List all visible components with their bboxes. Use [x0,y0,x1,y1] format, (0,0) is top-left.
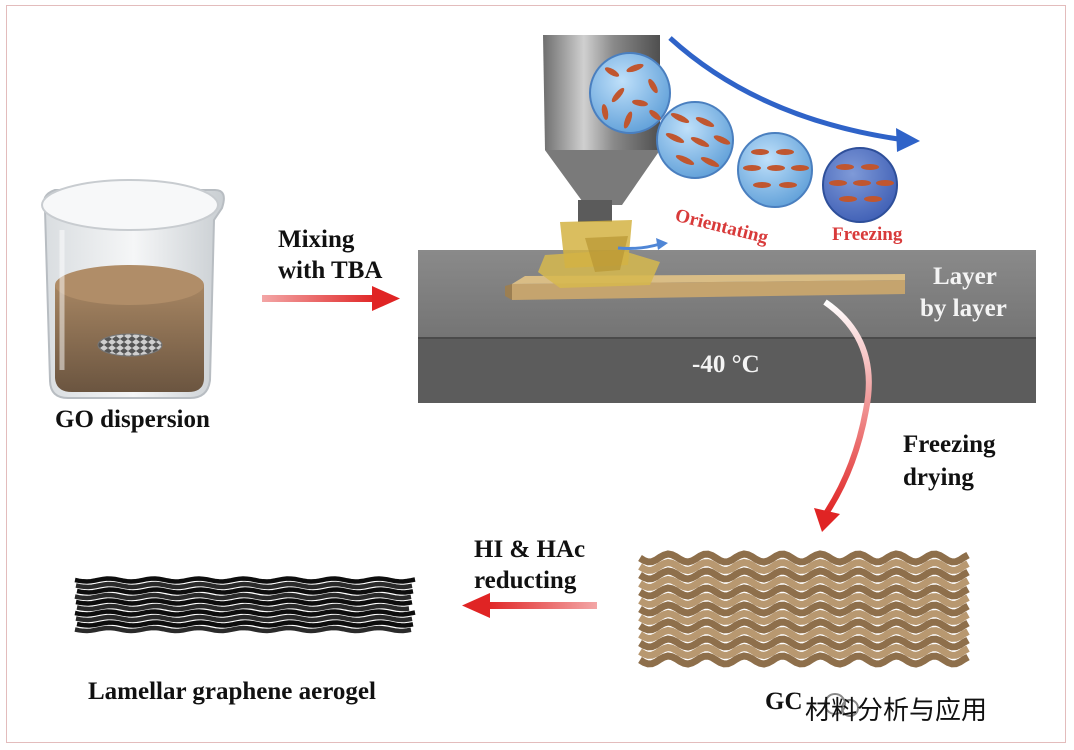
go-lamella [638,609,970,626]
freezing-drying-label-line2: drying [903,464,974,491]
go-aerogel-label: GC [765,688,803,715]
go-dispersion-label: GO dispersion [55,406,210,433]
figure-frame [6,5,1066,743]
graphene-lamella [75,614,413,623]
graphene-lamella [75,581,413,590]
go-lamella [638,618,970,634]
go-lamella [638,575,970,592]
layer-label-line1: Layer [933,263,997,290]
freeze-drying-arrow [814,299,872,532]
go-lamella [638,567,970,583]
go-lamella [638,626,970,643]
freezing-red-label: Freezing [832,224,903,245]
go-lamella [638,635,970,651]
layer-label-line2: by layer [920,295,1007,322]
freezing-drying-label-line1: Freezing [903,431,996,458]
mixing-arrow [262,286,400,311]
graphene-lamella [74,625,412,634]
go-lamella [638,592,970,609]
print-platform [418,250,1036,403]
graphene-lamella [76,603,410,612]
go-lamella [638,558,970,575]
watermark-logo-icon [824,693,859,717]
bubble-freezing [822,147,898,223]
go-lamella [638,550,970,566]
go-aerogel-stack [638,550,970,668]
flow-arrow [668,36,906,143]
graphene-aerogel-stack [74,576,416,634]
go-lamella [638,652,970,668]
bubble-orientating-2 [737,132,813,208]
graphene-lamella [76,620,414,628]
reducing-label-line1: HI & HAc [474,536,586,563]
go-lamella [638,643,970,660]
graphene-lamella [74,592,412,601]
watermark-text: 材料分析与应用 [805,696,988,726]
beaker-icon [41,179,225,399]
bubble-random [589,52,671,134]
mixing-label-line1: Mixing [278,226,355,253]
go-lamella [638,584,970,600]
go-lamella [638,601,970,617]
reducing-label-line2: reducting [474,567,577,594]
graphene-lamella [75,598,413,606]
mixing-label-line2: with TBA [278,257,383,284]
temperature-label: -40 °C [692,351,760,378]
graphene-lamella [74,609,416,617]
bubble-orientating-1 [656,101,734,179]
graphene-lamella [74,576,416,584]
reducing-arrow [462,593,597,618]
graphene-lamella [76,587,414,595]
aerogel-label: Lamellar graphene aerogel [88,678,376,705]
